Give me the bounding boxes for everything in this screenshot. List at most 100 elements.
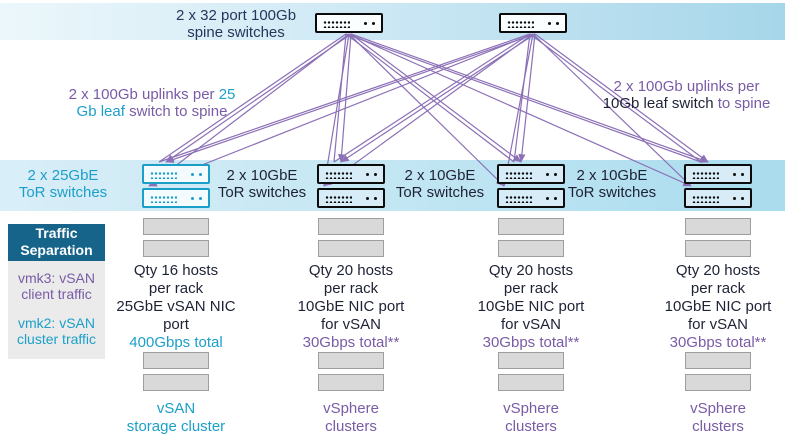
desc-line: 25GbE vSAN NIC [116, 298, 236, 315]
switch-leds-icon [733, 196, 744, 200]
left-note-teal2: Gb leaf [76, 103, 125, 120]
spine-label-line1: 2 x 32 port 100Gb [175, 7, 297, 24]
cluster-line1: vSAN [156, 400, 196, 417]
tor-switch-icon [317, 188, 385, 208]
cluster-line1: vSphere [323, 400, 379, 417]
switch-ports-icon [150, 169, 177, 179]
cluster-label-rack2: vSphere clusters [276, 400, 426, 436]
switch-ports-icon [505, 193, 532, 203]
vmk2-line1: vmk2: vSAN [17, 315, 95, 331]
left-uplink-note: 2 x 100Gb uplinks per 25 Gb leaf switch … [33, 86, 271, 120]
switch-leds-icon [191, 196, 202, 200]
server-box [685, 218, 751, 235]
rack4-description: Qty 20 hosts per rack 10GbE NIC port for… [638, 262, 785, 352]
desc-line: per rack [503, 280, 559, 297]
desc-line: per rack [148, 280, 204, 297]
vmk3-entry: vmk3: vSAN client traffic [8, 270, 105, 302]
vmk2-line2: cluster traffic [16, 331, 97, 347]
switch-leds-icon [191, 172, 202, 176]
cluster-line1: vSphere [690, 400, 746, 417]
desc-line: 10GbE NIC port [477, 298, 585, 315]
desc-line: Qty 20 hosts [308, 262, 394, 279]
server-box [143, 352, 209, 369]
vmk3-line1: vmk3: vSAN [17, 270, 95, 286]
cluster-line2: clusters [325, 418, 377, 435]
desc-line: for vSAN [320, 316, 381, 333]
tor-switch-icon [497, 188, 565, 208]
rack2-description: Qty 20 hosts per rack 10GbE NIC port for… [271, 262, 431, 352]
tor-label-line1: 2 x 10GbE [576, 167, 648, 184]
cluster-line2: clusters [505, 418, 557, 435]
rack2-bandwidth-total: 30Gbps total** [302, 334, 400, 351]
server-box [498, 240, 564, 257]
desc-line: for vSAN [687, 316, 748, 333]
traffic-separation-title-line1: Traffic [35, 225, 78, 241]
server-box [318, 374, 384, 391]
right-note-purple1: 2 x 100Gb uplinks per [613, 78, 760, 95]
traffic-separation-header: Traffic Separation [8, 224, 105, 261]
spine-label-line2: spine switches [187, 24, 285, 41]
server-box [143, 240, 209, 257]
cluster-line2: storage cluster [126, 418, 226, 435]
traffic-separation-title-line2: Separation [20, 242, 93, 258]
cluster-line2: clusters [692, 418, 744, 435]
desc-line: 10GbE NIC port [664, 298, 772, 315]
server-box [498, 218, 564, 235]
cluster-label-rack3: vSphere clusters [456, 400, 606, 436]
traffic-separation-body: vmk3: vSAN client traffic vmk2: vSAN clu… [8, 261, 105, 359]
right-note-black1: 10Gb leaf switch [602, 95, 718, 112]
rack1-description: Qty 16 hosts per rack 25GbE vSAN NIC por… [96, 262, 256, 352]
right-uplink-note: 2 x 100Gb uplinks per 10Gb leaf switch t… [588, 78, 785, 112]
server-box [685, 240, 751, 257]
switch-leds-icon [546, 196, 557, 200]
left-note-purple1: 2 x 100Gb uplinks per [68, 86, 219, 103]
switch-ports-icon [325, 169, 352, 179]
server-box [685, 352, 751, 369]
spine-band [0, 3, 785, 40]
tor-label-line1: 2 x 10GbE [404, 167, 476, 184]
tor-switch-icon [142, 164, 210, 184]
server-box [143, 374, 209, 391]
tor-switch-icon [142, 188, 210, 208]
tor-label-rack1: 2 x 25GbE ToR switches [7, 167, 119, 201]
cluster-line1: vSphere [503, 400, 559, 417]
tor-label-line2: ToR switches [18, 184, 108, 201]
switch-ports-icon [150, 193, 177, 203]
tor-label-line1: 2 x 25GbE [27, 167, 99, 184]
server-box [318, 352, 384, 369]
desc-line: Qty 20 hosts [675, 262, 761, 279]
traffic-separation-legend: Traffic Separation vmk3: vSAN client tra… [8, 224, 105, 359]
vmk3-line2: client traffic [21, 286, 92, 302]
left-note-purple2: switch to spine [124, 103, 228, 120]
switch-leds-icon [366, 196, 377, 200]
spine-switch-2-icon [499, 13, 567, 33]
switch-ports-icon [692, 169, 719, 179]
tor-switch-icon [317, 164, 385, 184]
desc-line: per rack [690, 280, 746, 297]
tor-label-rack2: 2 x 10GbE ToR switches [206, 167, 318, 201]
desc-line: Qty 20 hosts [488, 262, 574, 279]
server-box [318, 218, 384, 235]
server-box [685, 374, 751, 391]
desc-line: port [163, 316, 189, 333]
tor-label-line2: ToR switches [217, 184, 307, 201]
cluster-label-rack4: vSphere clusters [643, 400, 785, 436]
tor-switch-icon [497, 164, 565, 184]
switch-leds-icon [733, 172, 744, 176]
spine-label: 2 x 32 port 100Gb spine switches [158, 7, 314, 41]
switch-leds-icon [546, 172, 557, 176]
switch-leds-icon [364, 21, 375, 25]
left-note-teal1: 25 [218, 86, 236, 103]
server-box [498, 374, 564, 391]
server-box [143, 218, 209, 235]
desc-line: 10GbE NIC port [297, 298, 405, 315]
tor-switch-icon [684, 164, 752, 184]
switch-ports-icon [507, 18, 534, 28]
tor-band [0, 160, 785, 211]
rack3-description: Qty 20 hosts per rack 10GbE NIC port for… [451, 262, 611, 352]
tor-label-line2: ToR switches [567, 184, 657, 201]
rack4-bandwidth-total: 30Gbps total** [669, 334, 767, 351]
right-note-purple2: to spine [717, 95, 771, 112]
